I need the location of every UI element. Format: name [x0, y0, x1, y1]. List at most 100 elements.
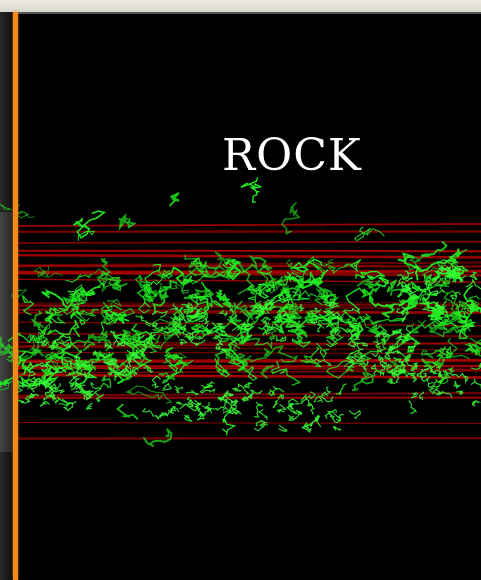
green-track-blob [347, 340, 357, 348]
green-track-blob [70, 380, 86, 391]
green-track [356, 277, 376, 291]
green-track-blob [450, 265, 459, 280]
green-track [173, 306, 201, 324]
green-track [100, 301, 136, 321]
green-track [325, 355, 372, 379]
green-track [222, 259, 242, 269]
green-track [140, 334, 161, 348]
green-track-blob [334, 327, 349, 334]
green-track-blob [167, 408, 175, 414]
green-track-blob [444, 272, 453, 280]
green-track-blob [199, 388, 216, 394]
green-track-blob [126, 355, 133, 368]
green-track-blob [275, 335, 287, 343]
green-track-blob [373, 341, 381, 349]
green-track-blob [350, 338, 369, 347]
green-track [243, 350, 272, 363]
green-track [325, 311, 357, 348]
green-track [457, 300, 476, 315]
green-track [183, 288, 214, 318]
green-track-blob [257, 409, 268, 420]
green-track [221, 398, 237, 436]
green-track-blob [405, 361, 419, 367]
green-track [252, 281, 275, 299]
green-track-blob [206, 328, 214, 335]
green-track-blob [121, 370, 138, 379]
green-track-blob [85, 402, 93, 410]
green-track-blob [387, 369, 396, 379]
green-track-blob [429, 361, 441, 371]
green-track [420, 354, 446, 371]
green-track-blob [90, 382, 102, 390]
top-strip [0, 0, 481, 12]
red-track-line [13, 253, 481, 259]
green-track-blob [52, 334, 64, 344]
green-track-blob [181, 302, 194, 309]
green-track-blob [426, 279, 438, 290]
green-track [275, 294, 295, 314]
red-track-line [13, 421, 481, 424]
green-track-blob [183, 414, 193, 422]
green-track-blob [178, 310, 186, 321]
green-track [164, 266, 194, 286]
green-track [259, 364, 275, 380]
green-track-blob [397, 274, 413, 282]
green-track [189, 270, 208, 285]
green-track [158, 371, 180, 381]
green-track [288, 262, 324, 283]
green-track-blob [179, 339, 188, 346]
green-track-blob [342, 307, 361, 314]
green-track-blob [288, 414, 296, 422]
green-track-blob [467, 302, 475, 313]
green-track-blob [413, 264, 424, 273]
green-track [318, 293, 340, 307]
green-track-blob [427, 381, 435, 395]
green-track [74, 362, 98, 390]
green-track-blob [333, 425, 342, 432]
green-track-blob [299, 393, 308, 405]
green-track-blob [356, 341, 364, 356]
green-track-blob [215, 340, 224, 351]
green-track-blob [394, 299, 407, 307]
green-track-blob [256, 327, 271, 336]
green-track [200, 281, 224, 308]
green-track-blob [76, 363, 91, 378]
green-track [62, 296, 78, 305]
green-track-blob [444, 266, 456, 272]
green-track [152, 279, 178, 314]
green-track-blob [21, 394, 33, 404]
green-track-blob [455, 390, 464, 396]
green-track-blob [307, 414, 320, 427]
green-track-blob [268, 299, 289, 304]
green-track-blob [223, 390, 230, 395]
green-track-blob [262, 299, 273, 308]
red-track-line [13, 261, 481, 267]
green-track [327, 301, 340, 330]
green-track-blob [421, 305, 435, 315]
green-track-blob [382, 330, 398, 338]
green-track [464, 342, 481, 357]
green-track-blob [348, 322, 357, 331]
green-track-blob [298, 304, 306, 312]
green-track [358, 313, 407, 325]
green-track-blob [453, 380, 461, 390]
left-frame-notch [0, 212, 13, 452]
green-track-blob [313, 358, 332, 367]
green-track [102, 352, 134, 376]
green-track-blob [29, 376, 41, 384]
green-track [388, 365, 405, 377]
green-track-blob [242, 322, 253, 331]
green-track-blob [237, 383, 250, 394]
green-track-blob [68, 375, 82, 385]
green-track-blob [92, 350, 98, 356]
green-track-blob [253, 422, 268, 432]
green-track [366, 279, 381, 295]
green-track [63, 307, 90, 322]
green-track [221, 299, 235, 309]
green-track [142, 428, 173, 448]
green-track-blob [48, 344, 55, 351]
green-track-blob [218, 310, 228, 317]
green-track-blob [389, 373, 401, 385]
green-track-blob [190, 338, 206, 347]
green-track [27, 332, 40, 341]
